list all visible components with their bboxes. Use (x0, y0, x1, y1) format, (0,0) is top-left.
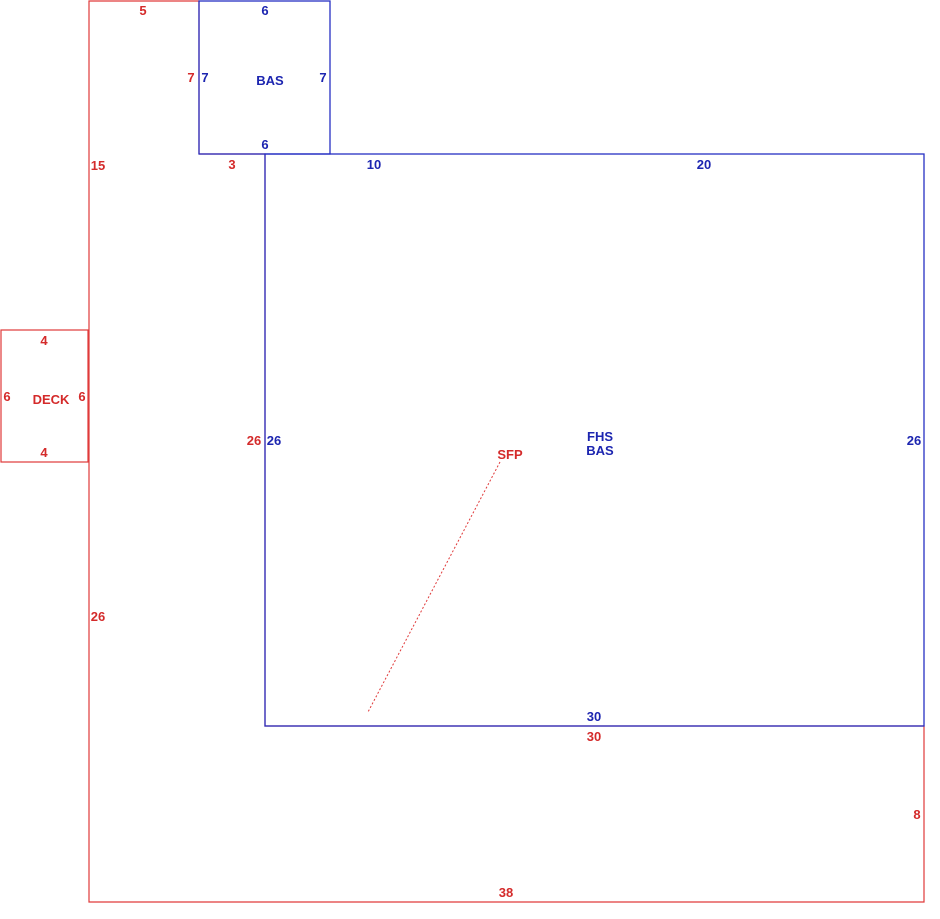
deck-box (0, 329, 89, 463)
dim-main-top-left: 10 (367, 157, 381, 172)
label-deck: DECK (33, 392, 70, 407)
dim-main-top-right: 20 (697, 157, 711, 172)
dim-outer-left-lower: 26 (91, 609, 105, 624)
dim-main-left: 26 (267, 433, 281, 448)
dim-red-main-left: 26 (247, 433, 261, 448)
main-box (264, 153, 925, 727)
label-sfp: SFP (497, 447, 523, 462)
label-bas-small: BAS (256, 73, 284, 88)
dim-main-right: 26 (907, 433, 921, 448)
label-main-fhs: FHS (587, 429, 613, 444)
dim-outer-bottom: 38 (499, 885, 513, 900)
dim-deck-top: 4 (40, 333, 48, 348)
label-main-bas: BAS (586, 443, 614, 458)
dim-red-main-bottom: 30 (587, 729, 601, 744)
dim-deck-bottom: 4 (40, 445, 48, 460)
dim-outer-right-lower: 8 (913, 807, 920, 822)
dim-bas-small-left: 7 (201, 70, 208, 85)
dim-outer-top: 5 (139, 3, 146, 18)
dim-bas-small-bottom: 6 (261, 137, 268, 152)
dim-notch-right: 3 (228, 157, 235, 172)
dim-bas-small-right: 7 (319, 70, 326, 85)
dim-outer-left-upper: 15 (91, 158, 105, 173)
sfp-leader-line (367, 461, 501, 713)
dim-bas-small-red-left: 7 (187, 70, 194, 85)
dim-deck-left: 6 (3, 389, 10, 404)
dim-bas-small-top: 6 (261, 3, 268, 18)
dim-main-bottom: 30 (587, 709, 601, 724)
dim-deck-right: 6 (78, 389, 85, 404)
